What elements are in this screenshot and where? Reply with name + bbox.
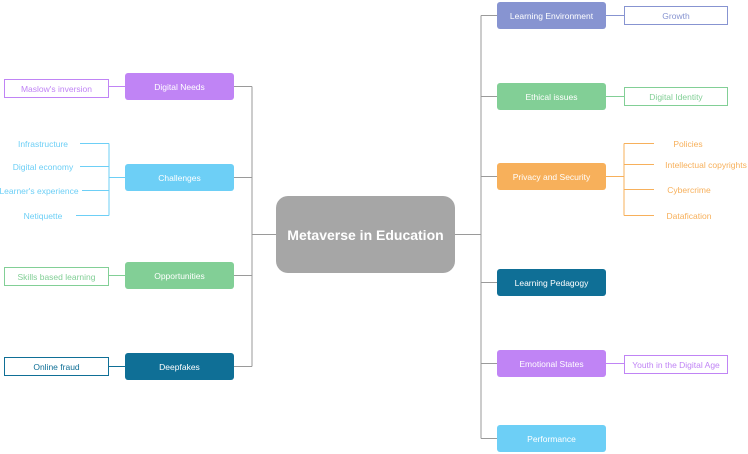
branch-opportunities[interactable]: Opportunities: [125, 262, 234, 289]
branch-challenges[interactable]: Challenges: [125, 164, 234, 191]
branch-privacy-and-security[interactable]: Privacy and Security: [497, 163, 606, 190]
branch-ethical-issues[interactable]: Ethical issues: [497, 83, 606, 110]
subtopic-datafication[interactable]: Datafication: [666, 210, 712, 221]
branch-deepfakes[interactable]: Deepfakes: [125, 353, 234, 380]
subtopic-growth[interactable]: Growth: [624, 6, 728, 25]
subtopic-netiquette[interactable]: Netiquette: [23, 210, 63, 221]
subtopic-maslows-inversion[interactable]: Maslow's inversion: [4, 79, 109, 98]
subtopic-learners-experience[interactable]: Learner's experience: [0, 185, 79, 196]
subtopic-digital-economy[interactable]: Digital economy: [12, 161, 74, 172]
branch-learning-environment[interactable]: Learning Environment: [497, 2, 606, 29]
branch-digital-needs[interactable]: Digital Needs: [125, 73, 234, 100]
subtopic-infrastructure[interactable]: Infrastructure: [17, 138, 69, 149]
branch-learning-pedagogy[interactable]: Learning Pedagogy: [497, 269, 606, 296]
subtopic-youth-in-the-digital-age[interactable]: Youth in the Digital Age: [624, 355, 728, 374]
subtopic-digital-identity[interactable]: Digital Identity: [624, 87, 728, 106]
branch-emotional-states[interactable]: Emotional States: [497, 350, 606, 377]
subtopic-intellectual-copyrights[interactable]: Intellectual copyrights: [665, 159, 747, 170]
subtopic-policies[interactable]: Policies: [673, 138, 703, 149]
branch-performance[interactable]: Performance: [497, 425, 606, 452]
central-topic[interactable]: Metaverse in Education: [276, 196, 455, 273]
subtopic-skills-based-learning[interactable]: Skills based learning: [4, 267, 109, 286]
subtopic-cybercrime[interactable]: Cybercrime: [667, 184, 711, 195]
subtopic-online-fraud[interactable]: Online fraud: [4, 357, 109, 376]
